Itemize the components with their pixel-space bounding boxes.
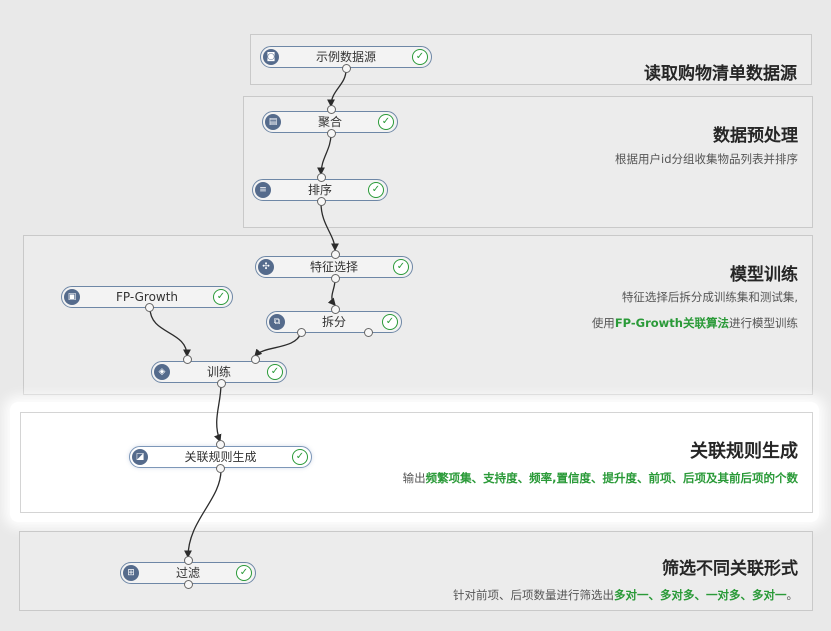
input-port[interactable] [327,105,336,114]
train-icon: ◈ [154,364,170,380]
database-icon: ◙ [263,49,279,65]
rules-icon: ◪ [132,449,148,465]
output-port[interactable] [217,379,226,388]
check-icon: ✓ [382,314,398,330]
input-port[interactable] [331,250,340,259]
input-port[interactable] [184,556,193,565]
filter-icon: ⊞ [123,565,139,581]
output-port-right[interactable] [364,328,373,337]
group-desc: 根据用户id分组收集物品列表并排序 [615,152,798,166]
group-title: 数据预处理 [713,126,798,146]
output-port[interactable] [184,580,193,589]
group-desc: 针对前项、后项数量进行筛选出多对一、多对多、一对多、多对一。 [453,588,798,602]
group-desc: 特征选择后拆分成训练集和测试集, [621,290,798,304]
edge-fp-train [149,307,191,358]
node-source[interactable]: ◙ 示例数据源 ✓ [260,46,432,68]
check-icon: ✓ [213,289,229,305]
group-title: 关联规则生成 [690,441,798,462]
node-train[interactable]: ◈ 训练 ✓ [151,361,287,383]
check-icon: ✓ [292,449,308,465]
check-icon: ✓ [378,114,394,130]
check-icon: ✓ [412,49,428,65]
algorithm-icon: ▣ [64,289,80,305]
input-port[interactable] [317,173,326,182]
output-port-left[interactable] [297,328,306,337]
output-port[interactable] [216,464,225,473]
feature-select-icon: ✣ [258,259,274,275]
edge-sort-feature [320,202,339,252]
output-port[interactable] [331,274,340,283]
check-icon: ✓ [393,259,409,275]
output-port[interactable] [317,197,326,206]
check-icon: ✓ [236,565,252,581]
edge-feature-split [327,279,336,306]
group-title: 筛选不同关联形式 [662,559,798,579]
input-port[interactable] [216,440,225,449]
input-port[interactable] [331,305,340,314]
group-title: 读取购物清单数据源 [644,64,797,84]
output-port[interactable] [342,64,351,73]
check-icon: ✓ [368,182,384,198]
input-port-left[interactable] [183,355,192,364]
group-title: 模型训练 [730,265,798,285]
aggregate-icon: ▤ [265,114,281,130]
group-desc: 输出频繁项集、支持度、频率,置信度、提升度、前项、后项及其前后项的个数 [402,471,798,485]
edge-source-aggregate [327,69,347,108]
split-icon: ⧉ [269,314,285,330]
output-port[interactable] [145,303,154,312]
sort-icon: ≡ [255,182,271,198]
node-feature-select[interactable]: ✣ 特征选择 ✓ [255,256,413,278]
edge-train-rules [214,383,222,443]
node-split[interactable]: ⧉ 拆分 ✓ [266,311,402,333]
group-desc-2: 使用FP-Growth关联算法进行模型训练 [591,316,798,330]
check-icon: ✓ [267,364,283,380]
output-port[interactable] [327,129,336,138]
edge-split-train [254,332,302,357]
edge-rules-filter [184,469,222,559]
edge-aggregate-sort [317,133,332,176]
input-port-right[interactable] [251,355,260,364]
